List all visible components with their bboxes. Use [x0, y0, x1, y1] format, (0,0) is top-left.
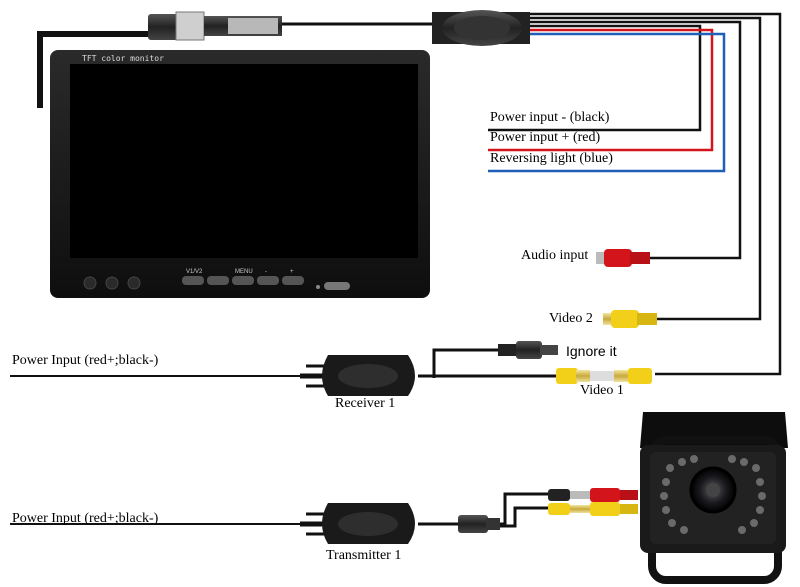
receiver-label: Receiver 1: [335, 396, 396, 411]
transmitter-power-label: Power Input (red+;black-): [12, 511, 159, 526]
monitor-button-label: MENU: [235, 269, 253, 275]
backup-camera: [640, 412, 788, 584]
top-cable: [37, 11, 432, 108]
receiver-power-label: Power Input (red+;black-): [12, 353, 159, 368]
video1-rca-coupler: [418, 368, 652, 384]
power-negative-label: Power input - (black): [490, 110, 610, 125]
monitor-button-label: +: [290, 269, 294, 275]
harness-wires: [488, 12, 782, 376]
tft-monitor: TFT color monitor V1/V2 MENU - +: [50, 50, 430, 298]
video2-rca-connector: [603, 310, 657, 328]
monitor-button-label: V1/V2: [186, 269, 203, 275]
transmitter-label: Transmitter 1: [326, 548, 402, 563]
video2-label: Video 2: [549, 311, 593, 326]
audio-rca-connector: [596, 249, 650, 267]
receiver-module: [10, 355, 415, 396]
monitor-button-label: -: [265, 269, 267, 275]
video1-label: Video 1: [580, 383, 624, 398]
power-positive-label: Power input + (red): [490, 130, 601, 145]
audio-input-label: Audio input: [521, 248, 589, 263]
dc-plug: [432, 341, 558, 378]
wire-harness-hub: [432, 10, 530, 46]
monitor-title: TFT color monitor: [82, 54, 164, 63]
reversing-light-label: Reversing light (blue): [490, 151, 613, 166]
ignore-it-label: Ignore it: [566, 343, 617, 359]
transmitter-module: [10, 488, 638, 544]
